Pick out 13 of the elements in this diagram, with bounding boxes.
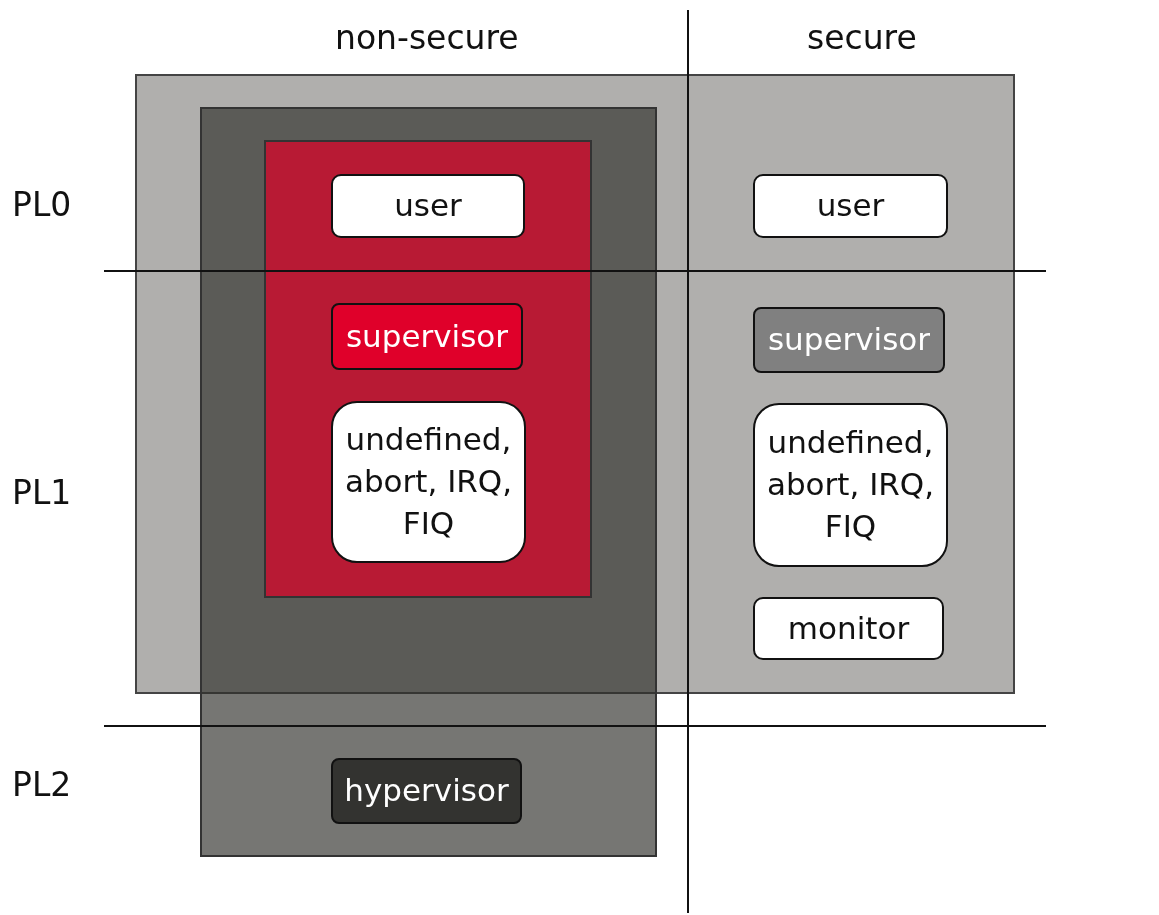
mode-box: user <box>753 174 948 238</box>
mode-box: supervisor <box>331 303 523 370</box>
column-heading: secure <box>807 18 917 57</box>
row-label: PL1 <box>12 473 72 512</box>
mode-box: undefined, abort, IRQ, FIQ <box>753 403 948 567</box>
column-heading: non-secure <box>335 18 519 57</box>
mode-box: supervisor <box>753 307 945 373</box>
mode-box: user <box>331 174 525 238</box>
row-label: PL0 <box>12 185 72 224</box>
mode-box: hypervisor <box>331 758 522 824</box>
mode-box: monitor <box>753 597 944 660</box>
mode-box: undefined, abort, IRQ, FIQ <box>331 401 526 563</box>
row-label: PL2 <box>12 765 72 804</box>
